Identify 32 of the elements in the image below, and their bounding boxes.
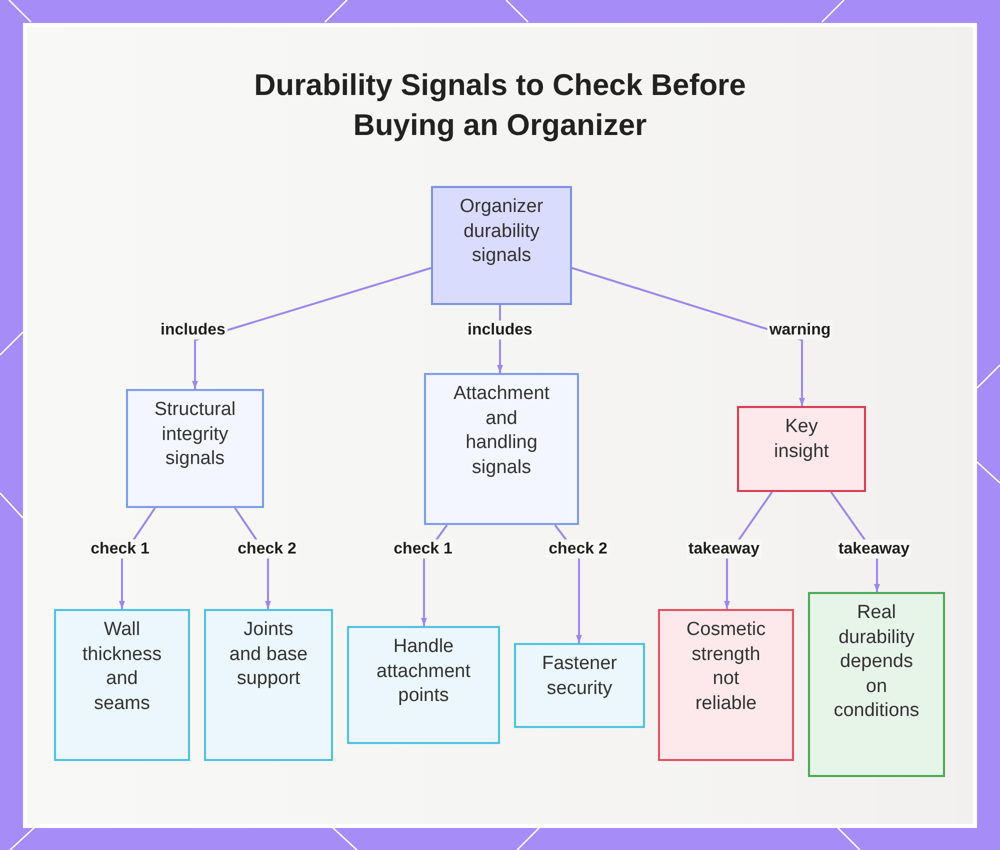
node-text: Fastener security: [541, 652, 618, 700]
note-box: [808, 592, 945, 777]
signal-box: [514, 643, 645, 728]
node-text: Wall thickness and seams: [81, 618, 163, 716]
signal-box: [204, 609, 333, 761]
node-text: Cosmetic strength not reliable: [685, 618, 767, 716]
edge-label: includes: [466, 320, 534, 340]
edge-label: check 2: [236, 540, 298, 558]
insight-box: [737, 406, 866, 492]
edge-label: takeaway: [686, 540, 762, 558]
node-text: Attachment and handling signals: [452, 382, 551, 480]
node-text: Organizer durability signals: [458, 195, 544, 268]
category-box: [424, 373, 579, 525]
edge-label: check 1: [392, 540, 454, 558]
edge-label: includes: [158, 320, 228, 340]
node-text: Handle attachment points: [376, 635, 472, 708]
edge-label: takeaway: [836, 540, 912, 558]
edge-label: warning: [767, 320, 833, 340]
node-text: Key insight: [773, 415, 830, 464]
connector-arrow: [572, 267, 805, 406]
node-text: Structural integrity signals: [153, 398, 237, 471]
topic-box: [431, 186, 572, 305]
diagram-title: Durability Signals to Check Before Buying an Organizer: [253, 68, 747, 144]
connector-arrow: [192, 267, 432, 389]
signal-box: [54, 609, 190, 761]
warning-box: [658, 609, 794, 761]
edge-label: check 1: [88, 540, 152, 558]
edge-label: check 2: [546, 540, 610, 558]
node-text: Joints and base support: [228, 618, 309, 691]
node-text: Real durability depends on conditions: [832, 601, 920, 723]
signal-box: [347, 626, 500, 744]
category-box: [126, 389, 264, 508]
